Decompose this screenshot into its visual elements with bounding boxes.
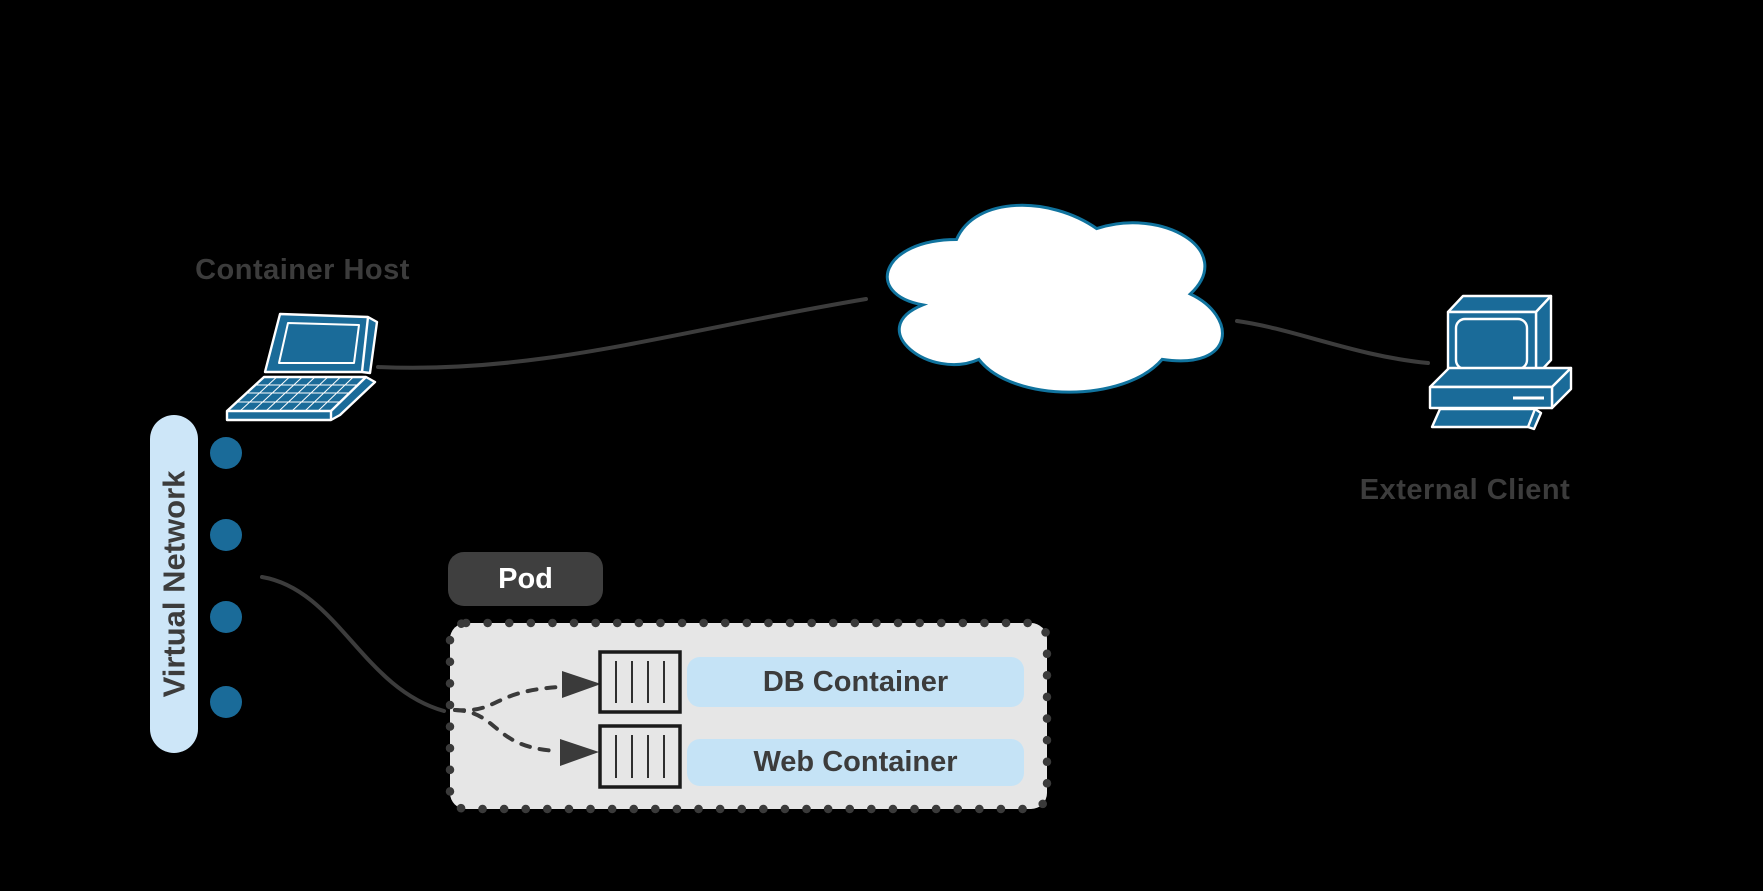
cloud-client-connector xyxy=(1235,319,1430,365)
arrowhead-web xyxy=(560,739,599,766)
laptop-icon xyxy=(225,312,379,422)
network-interface-dot xyxy=(210,686,242,718)
container-icon-db xyxy=(598,650,682,714)
arrowhead-db xyxy=(562,671,601,698)
network-pod-connector xyxy=(260,575,446,713)
pod-network-arrow-web xyxy=(453,708,560,753)
container-icon-web xyxy=(598,724,682,789)
external-client-label: External Client xyxy=(1359,473,1571,506)
db-container-label: DB Container xyxy=(687,657,1024,707)
cloud-icon xyxy=(885,203,1224,394)
virtual-network-bar: Virtual Network xyxy=(150,415,198,753)
network-interface-dot xyxy=(210,437,242,469)
web-container-label: Web Container xyxy=(687,739,1024,786)
network-interface-dot xyxy=(210,519,242,551)
desktop-computer-icon xyxy=(1428,294,1573,431)
virtual-network-label: Virtual Network xyxy=(156,470,192,698)
container-host-label: Container Host xyxy=(195,253,410,286)
laptop-cloud-connector xyxy=(376,297,868,370)
network-interface-dot xyxy=(210,601,242,633)
pod-label: Pod xyxy=(448,552,603,606)
pod-network-arrow-db xyxy=(453,685,560,713)
pod-boundary-dotted-border xyxy=(445,618,1052,814)
